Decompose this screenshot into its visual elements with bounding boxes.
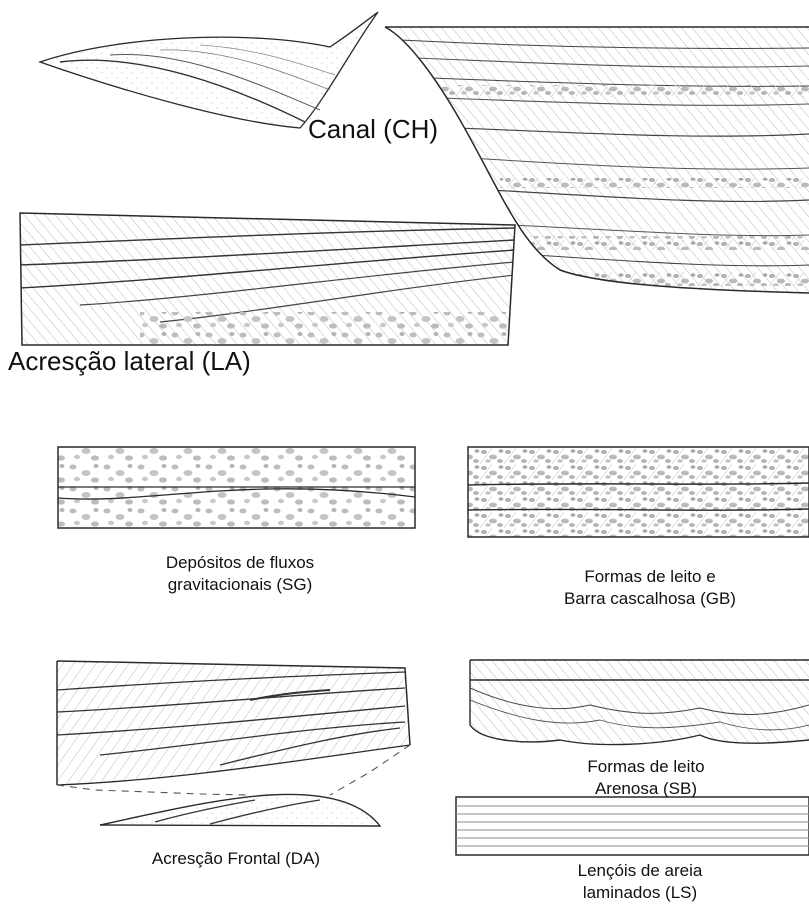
label-gb: Formas de leito e Barra cascalhosa (GB) — [510, 566, 790, 610]
lateral-accretion-la-block — [15, 210, 525, 350]
label-gb-line1: Formas de leito e — [510, 566, 790, 588]
gravity-flow-sg-block — [58, 447, 415, 528]
label-sg-line2: gravitacionais (SG) — [100, 574, 380, 596]
label-ls-line2: laminados (LS) — [500, 882, 780, 904]
label-canal-ch: Canal (CH) — [308, 114, 438, 145]
label-sb: Formas de leito Arenosa (SB) — [506, 756, 786, 800]
label-acrescao-lateral-la: Acresção lateral (LA) — [8, 346, 251, 377]
gravel-bar-gb-block — [468, 447, 809, 537]
downstream-accretion-da-block — [55, 655, 415, 826]
laminated-sand-ls-block — [456, 797, 809, 855]
label-sb-line2: Arenosa (SB) — [506, 778, 786, 800]
label-sb-line1: Formas de leito — [506, 756, 786, 778]
small-channel-wedge — [40, 12, 378, 128]
sand-bedform-sb-block — [468, 660, 809, 750]
label-gb-line2: Barra cascalhosa (GB) — [510, 588, 790, 610]
label-ls-line1: Lençóis de areia — [500, 860, 780, 882]
label-sg-line1: Depósitos de fluxos — [100, 552, 380, 574]
label-ls: Lençóis de areia laminados (LS) — [500, 860, 780, 904]
label-da: Acresção Frontal (DA) — [96, 848, 376, 870]
label-sg: Depósitos de fluxos gravitacionais (SG) — [100, 552, 380, 596]
